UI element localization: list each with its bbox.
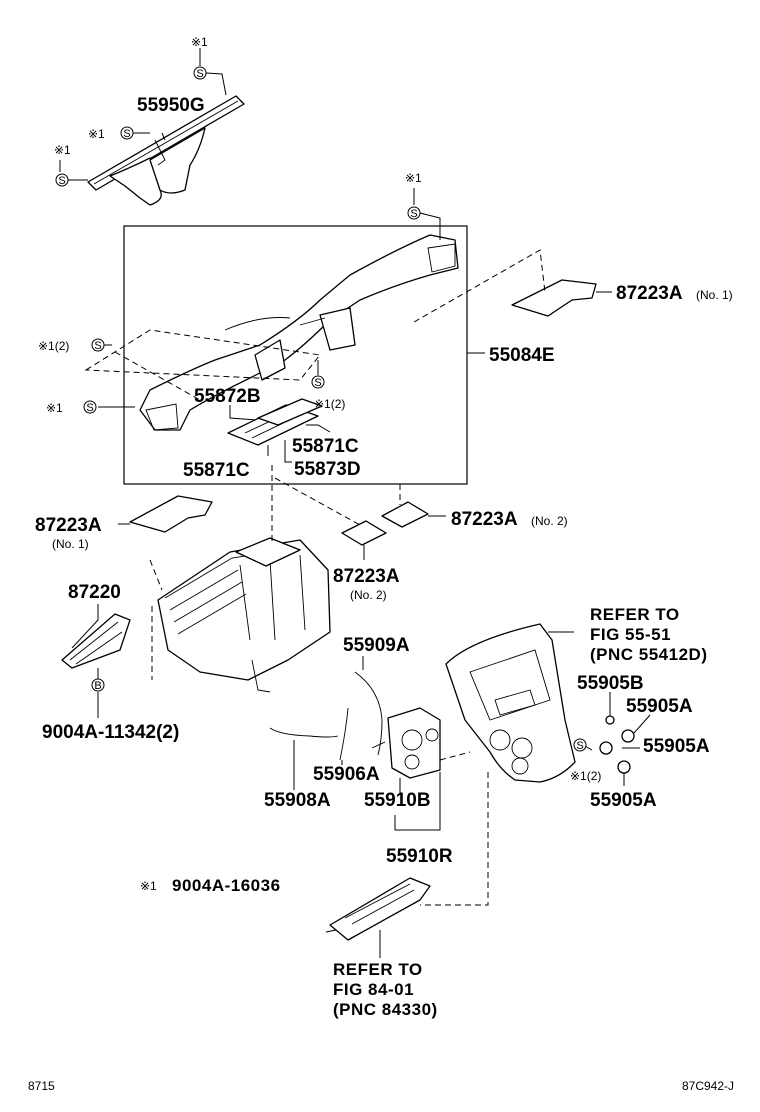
screw-symbol-3: S bbox=[55, 173, 69, 187]
bolt-symbol: B bbox=[91, 678, 105, 692]
label-87223A-no2-right: 87223A bbox=[451, 509, 518, 530]
label-55905B: 55905B bbox=[577, 673, 644, 694]
screw-symbol-8: S bbox=[573, 738, 587, 752]
control-assembly-drawing bbox=[371, 707, 441, 779]
qualifier-no1-left: (No. 1) bbox=[52, 537, 89, 551]
ac-control-drawing bbox=[325, 877, 431, 941]
heater-unit-drawing bbox=[157, 537, 331, 693]
screw-symbol-1: S bbox=[193, 66, 207, 80]
refer-55-line2: FIG 55-51 bbox=[590, 625, 671, 644]
insulator-pad-no2-right bbox=[381, 501, 429, 528]
refer-55-line1: REFER TO bbox=[590, 605, 680, 624]
qualifier-no2-mid: (No. 2) bbox=[350, 588, 387, 602]
duct-drawing bbox=[139, 234, 459, 431]
label-55905A-1: 55905A bbox=[626, 696, 693, 717]
screw-symbol-5: S bbox=[91, 338, 105, 352]
label-55871C-right: 55871C bbox=[292, 436, 359, 457]
label-55908A: 55908A bbox=[264, 790, 331, 811]
refer-84-line2: FIG 84-01 bbox=[333, 980, 414, 999]
svg-text:S: S bbox=[86, 402, 93, 414]
label-55905A-2: 55905A bbox=[643, 736, 710, 757]
footnote-text: 9004A-16036 bbox=[172, 876, 281, 895]
label-55871C-left: 55871C bbox=[183, 460, 250, 481]
qualifier-no1-top: (No. 1) bbox=[696, 288, 733, 302]
screw-mark-3: ※1 bbox=[54, 143, 71, 157]
svg-text:S: S bbox=[410, 208, 417, 220]
corner-left-code: 8715 bbox=[28, 1079, 55, 1093]
defroster-nozzle-drawing bbox=[87, 95, 245, 206]
screw-mark-4: ※1 bbox=[405, 171, 422, 185]
label-55909A: 55909A bbox=[343, 635, 410, 656]
svg-text:S: S bbox=[123, 128, 130, 140]
svg-text:S: S bbox=[196, 68, 203, 80]
refer-fig-55-51: REFER TO FIG 55-51 (PNC 55412D) bbox=[590, 605, 708, 664]
label-55905A-3: 55905A bbox=[590, 790, 657, 811]
label-87220: 87220 bbox=[68, 582, 121, 603]
control-cables-drawing bbox=[269, 671, 383, 761]
screw-symbols: S S S S S S S B S bbox=[55, 66, 587, 752]
insulator-pad-no2-mid bbox=[341, 520, 387, 546]
svg-text:S: S bbox=[576, 740, 583, 752]
svg-text:S: S bbox=[314, 377, 321, 389]
screw-mark-2: ※1 bbox=[88, 127, 105, 141]
label-9004A-11342: 9004A-11342(2) bbox=[42, 722, 179, 743]
screw-symbol-2: S bbox=[120, 126, 134, 140]
label-55910R: 55910R bbox=[386, 846, 453, 867]
screw-symbol-6: S bbox=[311, 375, 325, 389]
label-55906A: 55906A bbox=[313, 764, 380, 785]
label-87223A-no1-top: 87223A bbox=[616, 283, 683, 304]
insulator-pad-top bbox=[511, 279, 597, 317]
footnote-mark: ※1 bbox=[140, 879, 157, 893]
svg-text:S: S bbox=[58, 175, 65, 187]
screw-mark-5: ※1(2) bbox=[38, 339, 69, 353]
knobs-drawing bbox=[599, 715, 635, 774]
screw-mark-7: ※1 bbox=[46, 401, 63, 415]
corner-right-code: 87C942-J bbox=[682, 1079, 734, 1093]
screw-mark-6: ※1(2) bbox=[314, 397, 345, 411]
refer-84-line1: REFER TO bbox=[333, 960, 423, 979]
label-87223A-no1-left: 87223A bbox=[35, 515, 102, 536]
label-55873D: 55873D bbox=[294, 459, 361, 480]
label-55910B: 55910B bbox=[364, 790, 431, 811]
insulator-pad-left bbox=[129, 495, 213, 533]
refer-fig-84-01: REFER TO FIG 84-01 (PNC 84330) bbox=[333, 960, 438, 1019]
refer-84-line3: (PNC 84330) bbox=[333, 1000, 438, 1019]
label-55872B: 55872B bbox=[194, 386, 261, 407]
screw-symbol-7: S bbox=[83, 400, 97, 414]
screw-symbol-4: S bbox=[407, 206, 421, 220]
seal-plates-drawing bbox=[227, 398, 323, 446]
svg-text:B: B bbox=[94, 680, 101, 692]
dashed-leaders bbox=[84, 249, 546, 906]
label-55084E: 55084E bbox=[489, 345, 555, 366]
screw-mark-1: ※1 bbox=[191, 35, 208, 49]
qualifier-no2-right: (No. 2) bbox=[531, 514, 568, 528]
label-55950G: 55950G bbox=[137, 95, 205, 116]
svg-text:S: S bbox=[94, 340, 101, 352]
duct-assembly-box bbox=[123, 225, 468, 485]
cluster-panel-drawing bbox=[445, 623, 576, 783]
leader-lines bbox=[59, 48, 651, 958]
label-87223A-no2-mid: 87223A bbox=[333, 566, 400, 587]
screw-mark-8: ※1(2) bbox=[570, 769, 601, 783]
refer-55-line3: (PNC 55412D) bbox=[590, 645, 708, 664]
foot-duct-drawing bbox=[61, 613, 131, 669]
